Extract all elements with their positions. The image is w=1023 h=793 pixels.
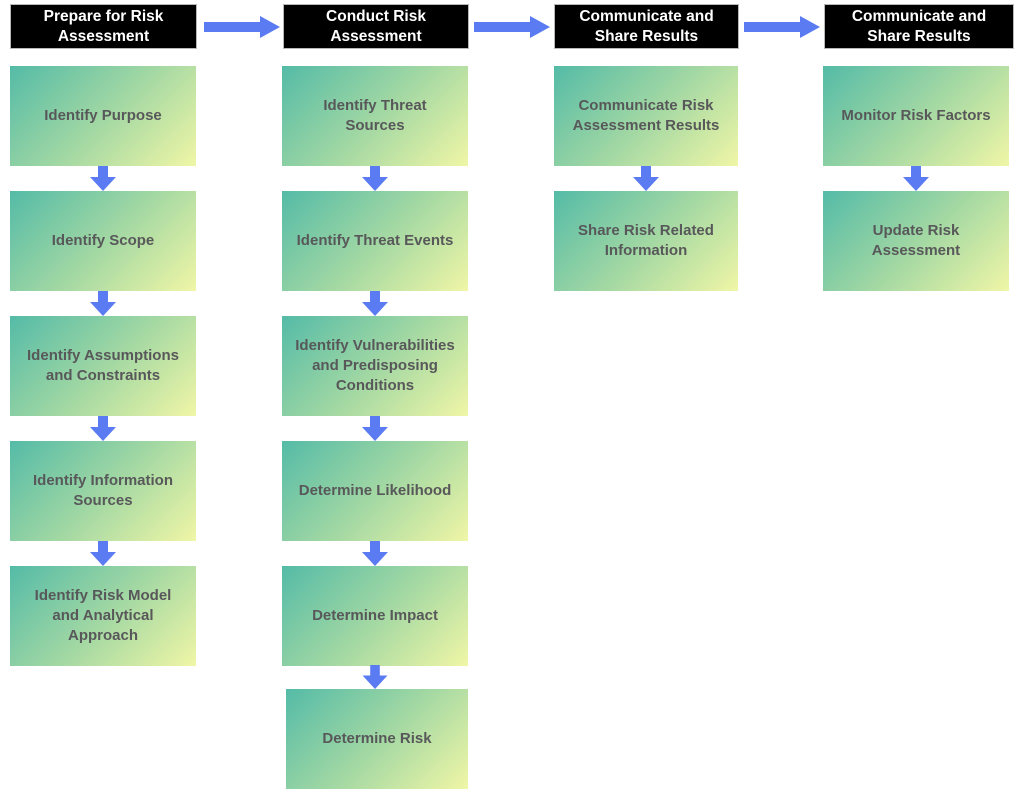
arrow-down-icon	[633, 166, 659, 191]
arrow-down-icon	[362, 665, 388, 689]
arrow-down-icon	[90, 541, 116, 566]
phase-header-maintain: Communicate and Share Results	[824, 4, 1014, 49]
step-identify-threat-events: Identify Threat Events	[282, 191, 468, 291]
arrow-right-icon	[204, 16, 280, 38]
arrow-down-icon	[90, 291, 116, 316]
arrow-right-icon	[744, 16, 820, 38]
step-determine-risk: Determine Risk	[286, 689, 468, 789]
phase-header-prepare: Prepare for Risk Assessment	[10, 4, 197, 49]
arrow-down-icon	[90, 166, 116, 191]
arrow-down-icon	[362, 291, 388, 316]
step-identify-purpose: Identify Purpose	[10, 66, 196, 166]
step-determine-impact: Determine Impact	[282, 566, 468, 666]
step-identify-threat-sources: Identify Threat Sources	[282, 66, 468, 166]
arrow-down-icon	[903, 166, 929, 191]
arrow-down-icon	[362, 166, 388, 191]
step-communicate-results: Communicate Risk Assessment Results	[554, 66, 738, 166]
arrow-down-icon	[90, 416, 116, 441]
arrow-down-icon	[362, 541, 388, 566]
step-update-risk-assessment: Update Risk Assessment	[823, 191, 1009, 291]
phase-header-communicate: Communicate and Share Results	[554, 4, 739, 49]
step-identify-vulnerabilities: Identify Vulnerabilities and Predisposin…	[282, 316, 468, 416]
phase-header-conduct: Conduct Risk Assessment	[283, 4, 469, 49]
step-share-information: Share Risk Related Information	[554, 191, 738, 291]
step-identify-assumptions: Identify Assumptions and Constraints	[10, 316, 196, 416]
step-determine-likelihood: Determine Likelihood	[282, 441, 468, 541]
arrow-right-icon	[474, 16, 550, 38]
step-identify-scope: Identify Scope	[10, 191, 196, 291]
arrow-down-icon	[362, 416, 388, 441]
step-identify-risk-model: Identify Risk Model and Analytical Appro…	[10, 566, 196, 666]
step-monitor-risk-factors: Monitor Risk Factors	[823, 66, 1009, 166]
step-identify-info-sources: Identify Information Sources	[10, 441, 196, 541]
